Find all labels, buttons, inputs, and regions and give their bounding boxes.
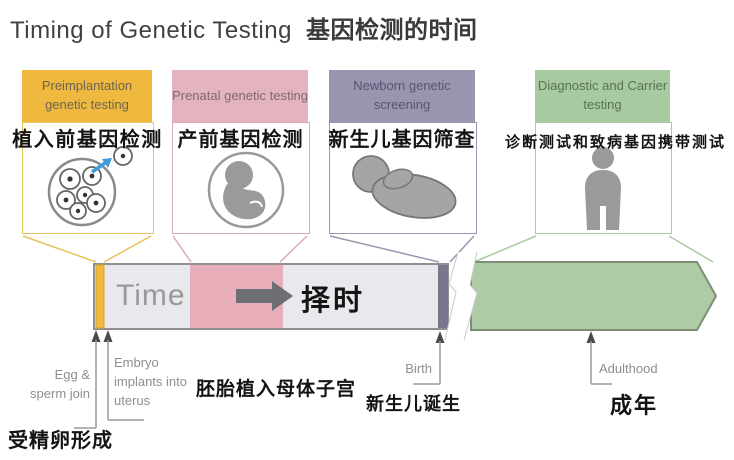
funnel-diagnostic (473, 235, 714, 263)
milestone-embryo-label-en: Embryo implants into uterus (114, 355, 187, 408)
stage-diagnostic-header: Diagnostic and Carrier testing (535, 70, 670, 122)
stage-prenatal-label-zh: 产前基因检测 (177, 129, 304, 151)
milestone-adulthood-label-zh: 成年 (610, 393, 659, 418)
blastocyst-icon (47, 146, 133, 227)
time-bar-adulthood (470, 261, 718, 331)
funnel-prenatal (172, 235, 308, 263)
milestone-adulthood-label-en: Adulthood (599, 361, 658, 376)
adulthood-marker-arrow (586, 331, 612, 385)
time-label-zh: 择时 (301, 285, 366, 317)
extraction-arrow-icon (91, 158, 112, 174)
page-title: Timing of Genetic Testing 基因检测的时间 (10, 10, 477, 45)
time-bar-birth-marker (438, 265, 448, 328)
stage-preimplantation-label-zh: 植入前基因检测 (12, 129, 163, 151)
milestone-birth-label-en: Birth (405, 361, 432, 376)
adult-icon (585, 147, 621, 230)
milestone-egg-sperm-label-en: Egg & sperm join (30, 367, 90, 401)
stage-newborn-label-zh: 新生儿基因筛查 (328, 129, 476, 151)
time-bar-preimplantation-marker (95, 264, 105, 329)
stage-prenatal-header: Prenatal genetic testing (172, 70, 308, 122)
stage-preimplantation-header: Preimplantation genetic testing (22, 70, 152, 122)
timeline-break (445, 252, 477, 340)
birth-marker-arrow (413, 331, 445, 385)
funnel-preimplantation (22, 235, 152, 263)
milestone-embryo-label-zh: 胚胎植入母体子宫 (196, 379, 357, 400)
page-title-zh: 基因检测的时间 (305, 17, 478, 44)
fetus-icon (207, 151, 285, 229)
newborn-icon (352, 155, 457, 219)
funnel-newborn (329, 235, 475, 263)
embryo-marker-arrow (103, 330, 144, 421)
milestone-egg-sperm-label-zh: 受精卵形成 (8, 430, 113, 452)
page-title-en: Timing of Genetic Testing (10, 17, 292, 44)
time-arrow-icon (236, 281, 293, 311)
milestone-birth-label-zh: 新生儿诞生 (366, 394, 461, 414)
time-label-en: Time (116, 279, 186, 312)
egg-sperm-marker-arrow (74, 330, 101, 429)
stage-diagnostic-label-zh: 诊断测试和致病基因携带测试 (504, 134, 726, 151)
stage-newborn-header: Newborn genetic screening (329, 70, 475, 122)
